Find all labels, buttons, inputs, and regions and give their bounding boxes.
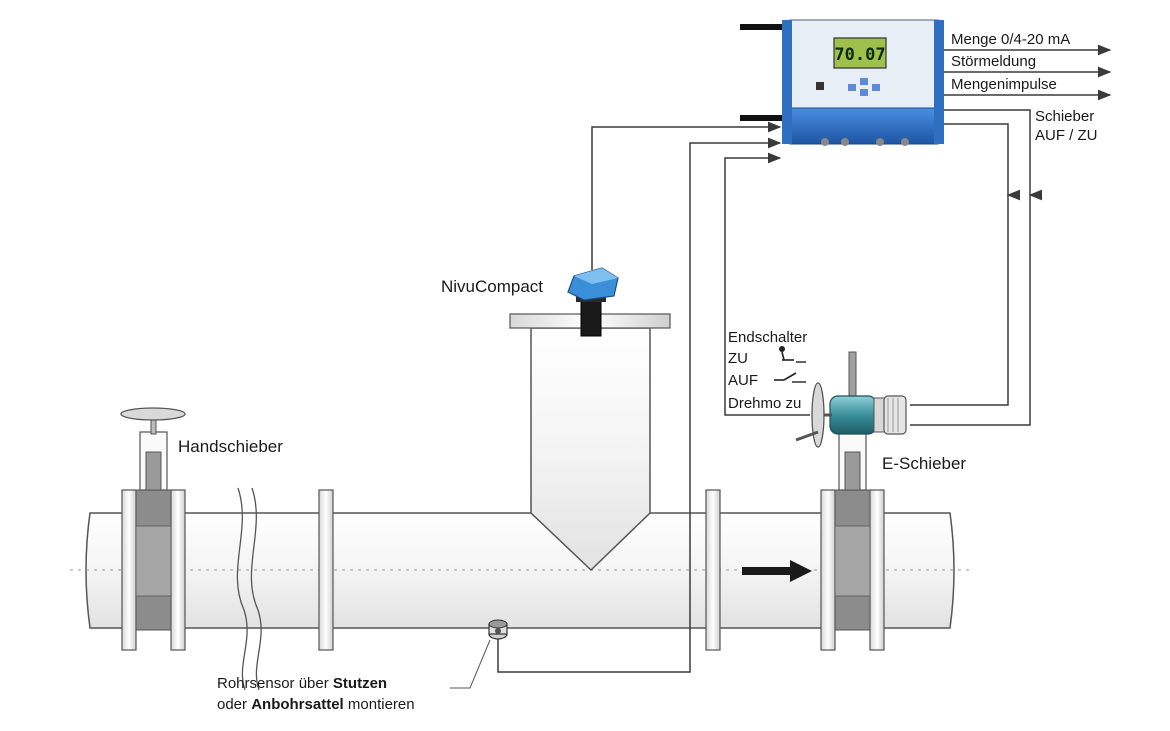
key-icon bbox=[860, 78, 868, 85]
label-auf: AUF bbox=[728, 372, 758, 389]
pipe-sensor-icon bbox=[488, 619, 508, 640]
output-schieber-1: Schieber bbox=[1035, 108, 1094, 125]
limit-switch-auf-icon bbox=[774, 372, 806, 383]
crank-handle bbox=[795, 430, 819, 442]
side-handwheel-icon bbox=[811, 382, 825, 448]
output-menge: Menge 0/4-20 mA bbox=[951, 31, 1070, 48]
label-drehmo: Drehmo zu bbox=[728, 395, 801, 412]
pipe-break bbox=[236, 487, 262, 691]
pipe-flange bbox=[705, 489, 721, 651]
label-eschieber: E-Schieber bbox=[882, 454, 966, 473]
signal-wiring bbox=[450, 44, 1112, 689]
motor-icon bbox=[883, 395, 907, 435]
key-icon bbox=[816, 82, 824, 90]
display-value: 70.07 bbox=[834, 45, 885, 65]
key-icon bbox=[860, 89, 868, 96]
controller-unit: 70.07 bbox=[740, 19, 944, 146]
main-pipe bbox=[70, 512, 970, 629]
manual-gate-valve bbox=[120, 407, 186, 651]
label-rohrsensor-line2: oder Anbohrsattel montieren bbox=[217, 696, 415, 713]
electric-gate-valve bbox=[795, 351, 907, 651]
output-stoermeldung: Störmeldung bbox=[951, 53, 1036, 70]
key-icon bbox=[848, 84, 856, 91]
label-nivucompact: NivuCompact bbox=[441, 277, 543, 296]
actuator-icon bbox=[829, 395, 877, 435]
key-icon bbox=[872, 84, 880, 91]
pipe-flange bbox=[318, 489, 334, 651]
label-endschalter: Endschalter bbox=[728, 329, 807, 346]
output-mengenimpulse: Mengenimpulse bbox=[951, 76, 1057, 93]
label-rohrsensor-line1: Rohrsensor über Stutzen bbox=[217, 675, 387, 692]
label-zu: ZU bbox=[728, 350, 748, 367]
label-handschieber: Handschieber bbox=[178, 437, 283, 456]
output-schieber-2: AUF / ZU bbox=[1035, 127, 1098, 144]
nivucompact-sensor-icon bbox=[567, 267, 619, 337]
controller-display bbox=[833, 37, 887, 69]
limit-switch-zu-icon bbox=[779, 346, 806, 363]
handwheel-icon bbox=[120, 407, 186, 421]
flow-direction-arrow-icon bbox=[742, 560, 812, 582]
